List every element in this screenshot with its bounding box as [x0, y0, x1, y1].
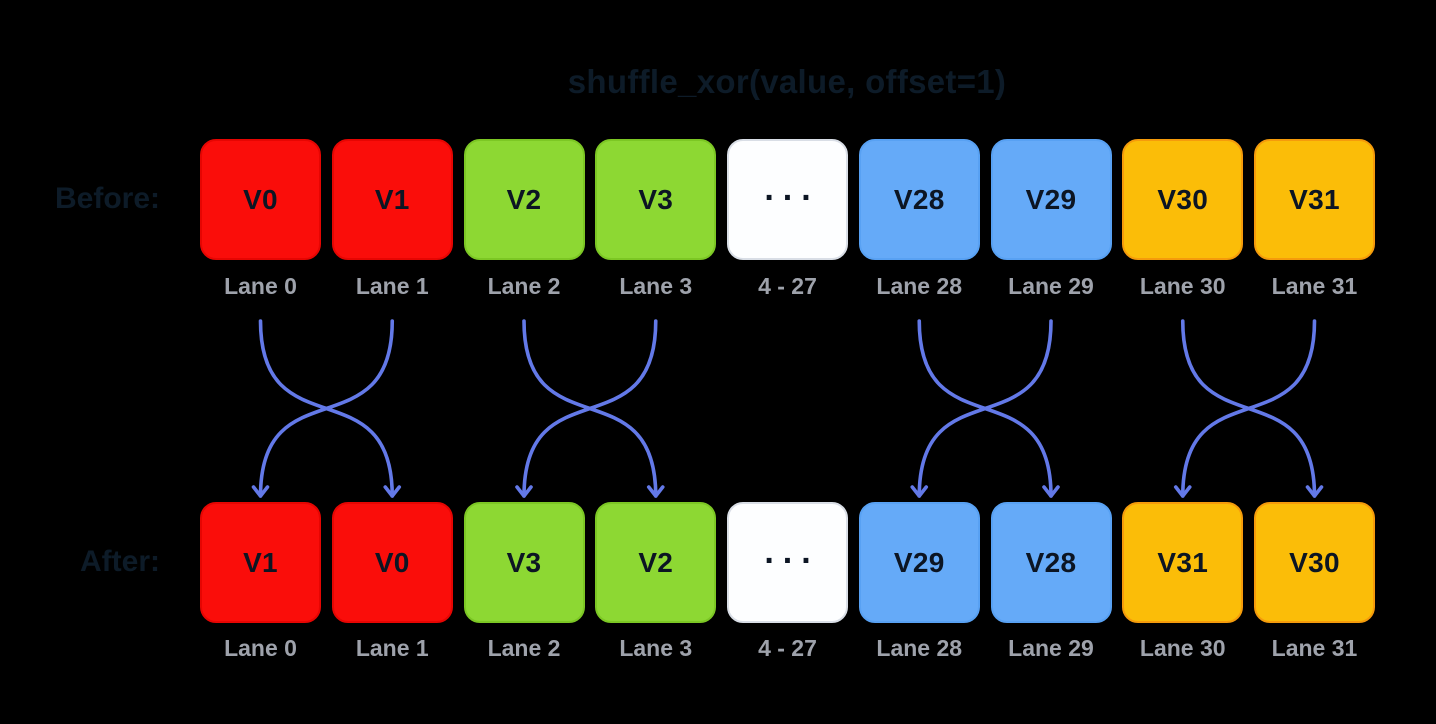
value-text: V29 [1025, 183, 1077, 215]
lane-label-before-5: Lane 28 [876, 273, 963, 299]
value-box-before-v31: V31 [1254, 139, 1375, 260]
ellipsis-text: ... [764, 170, 820, 208]
value-box-after-v0: V0 [331, 502, 453, 623]
value-box-before-v0: V0 [200, 139, 321, 260]
after-row-label: After: [80, 545, 160, 578]
value-box-after-v28: V28 [990, 502, 1112, 623]
value-box-before-v29: V29 [990, 139, 1112, 260]
lane-label-after-6: Lane 29 [1008, 635, 1094, 661]
value-box-before-v28: V28 [858, 139, 980, 260]
lane-label-after-3: Lane 3 [619, 635, 693, 661]
value-text: V3 [638, 183, 674, 215]
swap-arrow [1173, 319, 1317, 498]
before-row-label: Before: [54, 182, 160, 215]
swap-arrow [910, 319, 1053, 498]
lane-label-after-2: Lane 2 [487, 635, 561, 661]
value-box-after-v29: V29 [858, 502, 980, 623]
value-box-after-v30: V30 [1254, 502, 1375, 623]
value-text: V1 [243, 546, 278, 578]
swap-arrow [258, 319, 402, 498]
swap-arrow [515, 319, 658, 498]
lane-label-before-7: Lane 30 [1139, 273, 1226, 299]
value-box-after-v3: V3 [463, 502, 585, 623]
value-box-before-v1: V1 [331, 139, 453, 260]
value-text: V31 [1157, 546, 1209, 578]
swap-arrow [1180, 319, 1324, 498]
lane-label-before-1: Lane 1 [355, 273, 429, 299]
swap-arrow [917, 319, 1060, 498]
value-text: V2 [638, 546, 674, 578]
value-box-before-v30: V30 [1122, 139, 1244, 260]
value-box-before-ellipsis: ... [727, 139, 848, 260]
value-text: V2 [506, 183, 542, 215]
value-box-before-v2: V2 [463, 139, 585, 260]
value-text: V28 [1025, 546, 1077, 578]
lane-label-after-5: Lane 28 [876, 635, 963, 661]
diagram-title: shuffle_xor(value, offset=1) [567, 63, 1007, 100]
lane-label-before-4: 4 - 27 [758, 273, 817, 299]
ellipsis-text: ... [764, 533, 820, 571]
lane-label-before-3: Lane 3 [619, 273, 693, 299]
value-text: V0 [374, 546, 410, 578]
value-box-after-v2: V2 [595, 502, 717, 623]
swap-arrow [522, 319, 665, 498]
lane-label-after-1: Lane 1 [355, 635, 429, 661]
value-box-before-v3: V3 [595, 139, 717, 260]
swap-arrow [251, 319, 395, 498]
lane-label-before-6: Lane 29 [1008, 273, 1094, 299]
value-text: V31 [1289, 183, 1340, 215]
value-text: V1 [374, 183, 410, 215]
lane-label-before-2: Lane 2 [487, 273, 561, 299]
lane-label-after-0: Lane 0 [224, 635, 297, 661]
value-text: V29 [893, 546, 945, 578]
lane-label-after-8: Lane 31 [1271, 635, 1358, 661]
value-box-after-v31: V31 [1122, 502, 1244, 623]
value-text: V0 [243, 183, 278, 215]
lane-label-after-7: Lane 30 [1139, 635, 1226, 661]
lane-label-before-8: Lane 31 [1271, 273, 1358, 299]
lane-label-after-4: 4 - 27 [758, 635, 817, 661]
lane-label-before-0: Lane 0 [224, 273, 297, 299]
value-text: V30 [1289, 546, 1340, 578]
value-text: V3 [506, 546, 542, 578]
value-box-after-v1: V1 [200, 502, 321, 623]
value-text: V28 [893, 183, 945, 215]
value-text: V30 [1157, 183, 1209, 215]
value-box-after-ellipsis: ... [727, 502, 848, 623]
